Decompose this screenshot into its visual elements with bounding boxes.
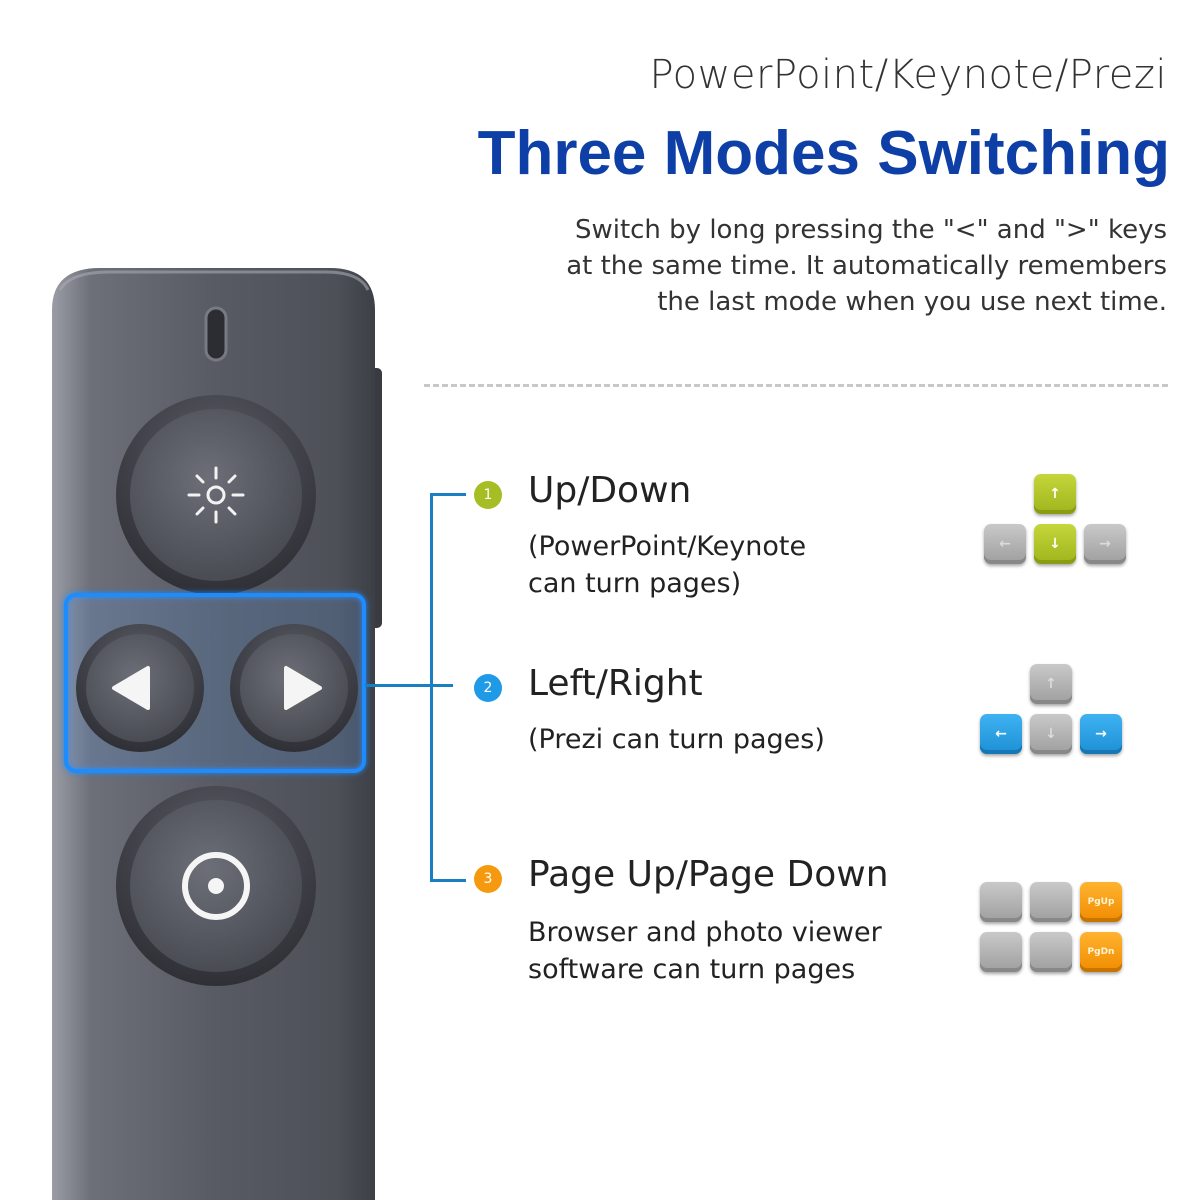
key-left: ← (980, 714, 1022, 754)
key-right: → (1084, 524, 1126, 564)
dashed-divider (424, 384, 1168, 387)
mode-2-number: 2 (474, 674, 502, 702)
key-blank (1030, 932, 1072, 972)
mode-2-name: Left/Right (528, 663, 703, 704)
mode-1-number: 1 (474, 481, 502, 509)
arrow-keys-left-right-icon: ↑ ← ↓ → (980, 664, 1130, 764)
mode-3-description: Browser and photo viewer software can tu… (528, 914, 882, 988)
laser-button (130, 409, 302, 581)
key-left: ← (984, 524, 1026, 564)
mode-3-number: 3 (474, 865, 502, 893)
key-down: ↓ (1030, 714, 1072, 754)
mode-1-name: Up/Down (528, 470, 692, 511)
key-blank (1030, 882, 1072, 922)
key-page-up: PgUp (1080, 882, 1122, 922)
mode-3-name: Page Up/Page Down (528, 854, 889, 895)
left-arrow-icon (112, 666, 150, 710)
mode-1-sub-line-2: can turn pages) (528, 568, 742, 599)
key-down: ↓ (1034, 524, 1076, 564)
key-page-down: PgDn (1080, 932, 1122, 972)
arrow-keys-up-down-icon: ↑ ← ↓ → (984, 474, 1134, 574)
connector-line (365, 684, 453, 687)
description-line-2: at the same time. It automatically remem… (566, 251, 1167, 281)
mode-3-sub-line-1: Browser and photo viewer (528, 917, 882, 948)
description-line-1: Switch by long pressing the "<" and ">" … (574, 215, 1167, 245)
key-right: → (1080, 714, 1122, 754)
key-blank (980, 882, 1022, 922)
key-up: ↑ (1034, 474, 1076, 514)
description-line-3: the last mode when you use next time. (657, 287, 1167, 317)
right-arrow-icon (284, 666, 322, 710)
bracket-vertical (430, 493, 433, 881)
mode-2-description: (Prezi can turn pages) (528, 721, 825, 758)
presenter-remote-illustration (52, 268, 382, 1200)
bracket-bottom (430, 879, 466, 882)
subtitle: PowerPoint/Keynote/Prezi (649, 52, 1167, 98)
target-icon (182, 852, 250, 920)
laser-icon (187, 466, 245, 524)
page-up-down-keys-icon: PgUp PgDn (980, 882, 1130, 982)
bracket-top (430, 493, 466, 496)
key-up: ↑ (1030, 664, 1072, 704)
mode-1-sub-line-1: (PowerPoint/Keynote (528, 531, 807, 562)
description: Switch by long pressing the "<" and ">" … (487, 212, 1167, 320)
mode-2-sub-line-1: (Prezi can turn pages) (528, 724, 825, 755)
mode-1-description: (PowerPoint/Keynote can turn pages) (528, 528, 806, 602)
key-blank (980, 932, 1022, 972)
indicator-light (204, 306, 228, 362)
page-title: Three Modes Switching (477, 119, 1170, 188)
mode-3-sub-line-2: software can turn pages (528, 954, 856, 985)
